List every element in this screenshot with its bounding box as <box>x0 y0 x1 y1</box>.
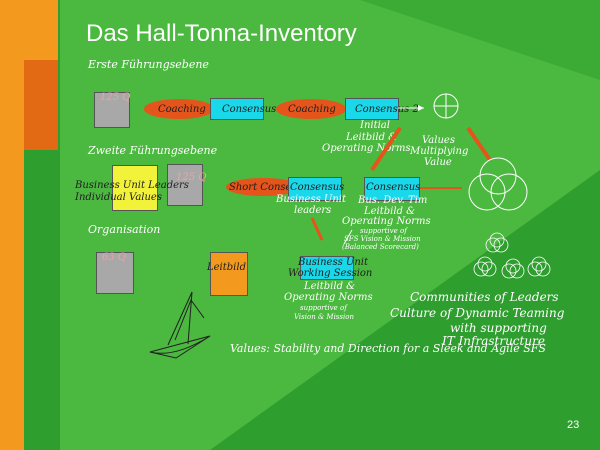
values-label: Values <box>422 135 455 146</box>
bu-leaders-sub-label: leaders <box>294 205 332 216</box>
it-infrastructure-label: IT Infrastructure <box>442 334 545 348</box>
consensus-label-4: Consensus <box>366 182 421 193</box>
coaching-oval-1 <box>144 99 214 119</box>
leitbild-label-2: Leitbild & <box>364 206 416 217</box>
yellow-box <box>112 165 158 211</box>
leitbild-label: Leitbild <box>207 262 246 273</box>
orange-box <box>210 252 248 296</box>
coaching-oval-2 <box>276 99 346 119</box>
multiplying-label: Multiplying <box>410 146 469 157</box>
coaching-label-2: Coaching <box>288 104 336 115</box>
initial-norms-label: Operating Norms <box>322 143 411 154</box>
bws-label-2: Working Session <box>288 268 373 279</box>
supportive-label: supportive of <box>360 227 407 235</box>
community-circles-icon <box>468 157 528 211</box>
bws-label-5: supportive of <box>300 304 347 312</box>
initial-label: Initial <box>360 120 390 131</box>
sailboat-icon <box>149 291 211 359</box>
consensus-label-1: Consensus <box>222 104 277 115</box>
initial-leitbild-label: Leitbild & <box>346 132 398 143</box>
bws-label-1: Business Unit <box>298 257 369 268</box>
short-consensus-oval <box>226 178 300 196</box>
bu-leaders-label: Business Unit Leaders <box>75 180 189 191</box>
level1-label: Erste Führungsebene <box>88 58 209 71</box>
bws-label-4: Operating Norms <box>284 292 373 303</box>
balanced-scorecard-label: (Balanced Scorecard) <box>342 243 419 251</box>
short-consensus-label: Short Consensus <box>229 182 315 193</box>
sfs-vision-label: SFS Vision & Mission <box>344 235 421 243</box>
group-box-1-label: 125 Q <box>100 92 131 103</box>
bws-label-3: Leitbild & <box>304 281 356 292</box>
bus-dev-label: Bus. Dev. Tim <box>358 195 428 206</box>
operating-norms-label: Operating Norms <box>342 216 431 227</box>
group-box-2 <box>167 164 203 206</box>
org-label: Organisation <box>88 223 161 236</box>
culture-label: Culture of Dynamic Teaming <box>390 306 565 320</box>
group-box-2-label: 125 Q <box>176 172 207 183</box>
working-session-box <box>300 256 354 280</box>
group-box-1 <box>94 92 130 128</box>
communities-label: Communities of Leaders <box>410 290 559 304</box>
group-box-3-label: 63 Q <box>102 252 127 263</box>
consensus-box-1 <box>210 98 264 120</box>
bws-label-6: Vision & Mission <box>294 313 354 321</box>
with-supporting-label: with supporting <box>450 321 547 335</box>
consensus-label-3: Consensus <box>290 182 345 193</box>
page-number: 23 <box>567 419 580 431</box>
coaching-label-1: Coaching <box>158 104 206 115</box>
consensus-box-4 <box>364 177 420 201</box>
consensus-label-2: Consensus 2 <box>355 104 419 115</box>
consensus-box-3 <box>288 177 342 201</box>
small-circles-icon <box>473 232 551 279</box>
bu-values-label: Individual Values <box>75 192 162 203</box>
consensus-box-2 <box>345 98 399 120</box>
level2-label: Zweite Führungsebene <box>88 144 218 157</box>
value-label: Value <box>424 157 452 168</box>
values-circles-icon <box>433 93 459 119</box>
slide-title: Das Hall-Tonna-Inventory <box>86 20 357 47</box>
group-box-3 <box>96 252 134 294</box>
bu-label: Business Unit <box>276 194 347 205</box>
values-statement: Values: Stability and Direction for a Sl… <box>230 342 546 355</box>
